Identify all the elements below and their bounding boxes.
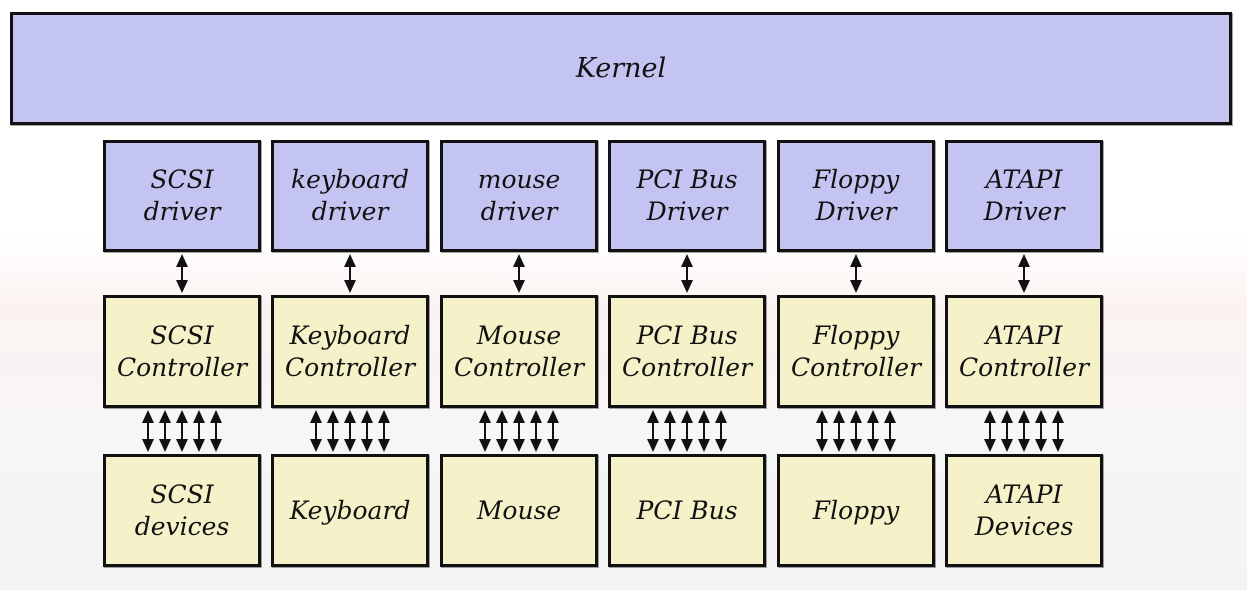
- controller-label: Mouse Controller: [453, 320, 585, 382]
- controller-label: Floppy Controller: [790, 320, 922, 382]
- controller-device-arrow: [867, 410, 879, 452]
- driver-box-scsi: SCSI driver: [103, 140, 261, 252]
- device-label: Floppy: [812, 495, 900, 525]
- driver-box-floppy: Floppy Driver: [777, 140, 935, 252]
- kernel-box: Kernel: [10, 12, 1232, 125]
- driver-label: ATAPI Driver: [983, 165, 1065, 226]
- controller-label: SCSI Controller: [116, 320, 248, 382]
- controller-label: PCI Bus Controller: [621, 320, 753, 382]
- controller-label: ATAPI Controller: [958, 320, 1090, 382]
- device-box-mouse: Mouse: [440, 454, 598, 567]
- driver-controller-arrow: [344, 254, 356, 293]
- controller-box-scsi: SCSI Controller: [103, 295, 261, 408]
- controller-label: Keyboard Controller: [284, 320, 416, 382]
- driver-label: keyboard driver: [291, 165, 409, 226]
- controller-device-arrow: [327, 410, 339, 452]
- controller-device-arrow: [884, 410, 896, 452]
- controller-device-arrow: [1052, 410, 1064, 452]
- device-box-atapi: ATAPI Devices: [945, 454, 1103, 567]
- controller-device-arrow: [715, 410, 727, 452]
- device-box-floppy: Floppy: [777, 454, 935, 567]
- controller-device-arrow: [816, 410, 828, 452]
- device-label: Keyboard: [289, 495, 411, 525]
- controller-box-mouse: Mouse Controller: [440, 295, 598, 408]
- controller-box-keyboard: Keyboard Controller: [271, 295, 429, 408]
- device-label: SCSI devices: [134, 479, 230, 541]
- controller-device-arrow: [681, 410, 693, 452]
- driver-controller-arrow: [1018, 254, 1030, 293]
- controller-device-arrow: [176, 410, 188, 452]
- controller-device-arrow: [142, 410, 154, 452]
- controller-device-arrow: [496, 410, 508, 452]
- driver-box-mouse: mouse driver: [440, 140, 598, 252]
- device-label: Mouse: [476, 495, 562, 525]
- driver-controller-arrow: [681, 254, 693, 293]
- controller-box-atapi: ATAPI Controller: [945, 295, 1103, 408]
- device-label: ATAPI Devices: [974, 479, 1074, 541]
- controller-device-arrow: [664, 410, 676, 452]
- driver-box-atapi: ATAPI Driver: [945, 140, 1103, 252]
- controller-device-arrow: [698, 410, 710, 452]
- device-box-scsi: SCSI devices: [103, 454, 261, 567]
- driver-label: mouse driver: [477, 165, 561, 226]
- controller-device-arrow: [1018, 410, 1030, 452]
- controller-device-arrow: [530, 410, 542, 452]
- controller-device-arrow: [513, 410, 525, 452]
- device-box-pci-bus: PCI Bus: [608, 454, 766, 567]
- controller-box-floppy: Floppy Controller: [777, 295, 935, 408]
- controller-device-arrow: [344, 410, 356, 452]
- controller-device-arrow: [193, 410, 205, 452]
- controller-device-arrow: [547, 410, 559, 452]
- controller-device-arrow: [310, 410, 322, 452]
- kernel-label: Kernel: [575, 52, 667, 84]
- controller-device-arrow: [1035, 410, 1047, 452]
- controller-device-arrow: [210, 410, 222, 452]
- driver-label: SCSI driver: [143, 165, 221, 226]
- driver-controller-arrow: [850, 254, 862, 293]
- controller-device-arrow: [984, 410, 996, 452]
- controller-device-arrow: [479, 410, 491, 452]
- controller-box-pci-bus: PCI Bus Controller: [608, 295, 766, 408]
- controller-device-arrow: [647, 410, 659, 452]
- controller-device-arrow: [1001, 410, 1013, 452]
- controller-device-arrow: [159, 410, 171, 452]
- driver-label: Floppy Driver: [812, 165, 900, 226]
- controller-device-arrow: [833, 410, 845, 452]
- driver-label: PCI Bus Driver: [636, 165, 738, 226]
- controller-device-arrow: [361, 410, 373, 452]
- controller-device-arrow: [378, 410, 390, 452]
- driver-controller-arrow: [176, 254, 188, 293]
- controller-device-arrow: [850, 410, 862, 452]
- driver-box-pci-bus: PCI Bus Driver: [608, 140, 766, 252]
- driver-box-keyboard: keyboard driver: [271, 140, 429, 252]
- device-label: PCI Bus: [636, 495, 738, 525]
- driver-controller-arrow: [513, 254, 525, 293]
- device-box-keyboard: Keyboard: [271, 454, 429, 567]
